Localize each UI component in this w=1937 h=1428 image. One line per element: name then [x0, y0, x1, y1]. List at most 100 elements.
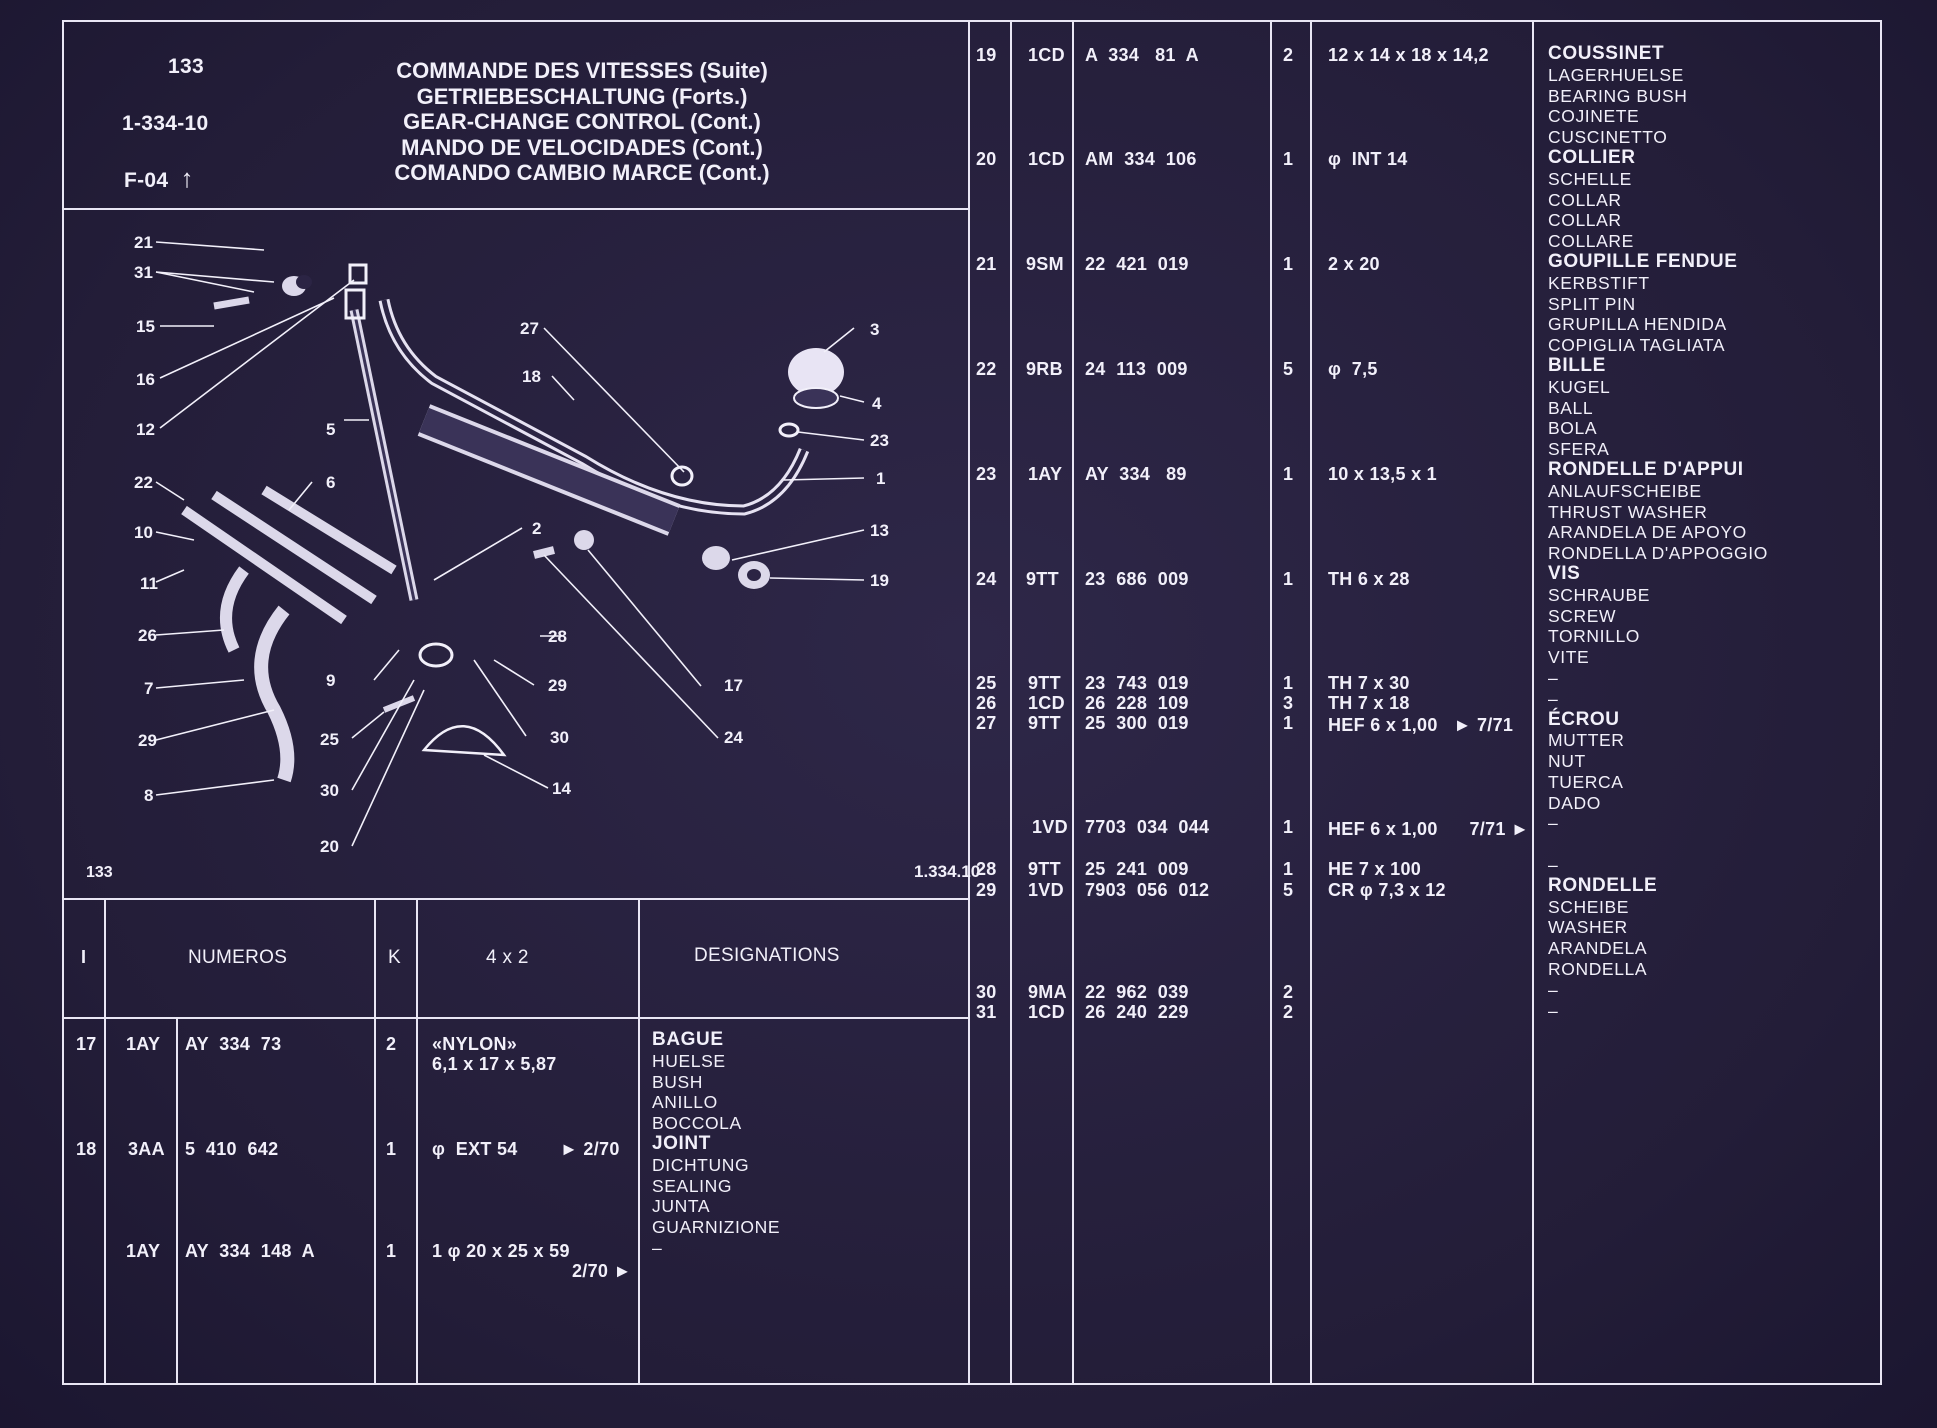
desig-line: BEARING BUSH [1548, 85, 1688, 106]
desig-line: COLLAR [1548, 210, 1622, 231]
desig-18-de: DICHTUNG [652, 1154, 750, 1175]
row-k: 2 [1283, 45, 1294, 65]
row-dims: 1 φ 20 x 25 x 59 [432, 1241, 570, 1261]
callout-13: 13 [870, 521, 889, 540]
desig-17-fr: BAGUE [652, 1029, 724, 1050]
row-code: 1VD [1032, 817, 1068, 837]
desig-line: RONDELLA [1548, 959, 1648, 980]
desig-line: KERBSTIFT [1548, 272, 1650, 293]
row-index: 26 [976, 693, 997, 713]
row-dims: HEF 6 x 1,00 ► 7/71 [1328, 715, 1514, 735]
desig-line: – [1548, 813, 1559, 834]
row-index: 31 [976, 1002, 997, 1022]
row-part: AY 334 148 A [185, 1241, 315, 1261]
row-index: 24 [976, 569, 997, 589]
title-fr: COMMANDE DES VITESSES (Suite) [396, 58, 768, 83]
divider-main [968, 20, 970, 1385]
callout-31: 31 [134, 263, 153, 282]
table-top-line [62, 898, 968, 900]
row-part: AM 334 106 [1085, 149, 1197, 169]
desig-line: COUSSINET [1548, 43, 1665, 64]
washer-23 [778, 422, 800, 438]
row-code: 1VD [1028, 880, 1064, 900]
row-part: 7703 034 044 [1085, 817, 1210, 837]
desig-line: GOUPILLE FENDUE [1548, 250, 1738, 272]
callout-5: 5 [326, 420, 336, 439]
callout-2: 2 [532, 519, 542, 538]
callout-24: 24 [724, 728, 743, 747]
desig-18-es: JUNTA [652, 1196, 711, 1217]
desig-line: ÉCROU [1548, 708, 1620, 730]
row-part: 5 410 642 [185, 1139, 279, 1159]
callout-9: 9 [326, 671, 336, 690]
callout-30b: 30 [320, 781, 339, 800]
row-part: 23 686 009 [1085, 569, 1189, 589]
row-index: 28 [976, 859, 997, 879]
divider-code [1072, 20, 1074, 1385]
left-designations: BAGUE HUELSE BUSH ANILLO BOCCOLA JOINT D… [652, 1029, 781, 1259]
row-part: 26 228 109 [1085, 693, 1189, 713]
title-de: GETRIEBESCHALTUNG (Forts.) [416, 83, 748, 109]
row-part: 25 300 019 [1085, 713, 1189, 733]
row-k: 1 [1283, 149, 1294, 169]
desig-line: RONDELLE D'APPUI [1548, 458, 1744, 480]
selector-rod-b [211, 490, 377, 605]
selector-rod-c [261, 485, 397, 575]
divider-idx [1010, 20, 1012, 1385]
desig-18-fr: JOINT [652, 1132, 711, 1154]
callout-22: 22 [134, 473, 153, 492]
desig-17-it: BOCCOLA [652, 1113, 742, 1134]
callout-3: 3 [870, 320, 880, 339]
desig-line: RONDELLA D'APPOGGIO [1548, 543, 1768, 564]
callout-27: 27 [520, 319, 539, 338]
row-index: 30 [976, 982, 997, 1002]
link-28 [418, 642, 454, 668]
desig-line: SCHRAUBE [1548, 584, 1651, 605]
desig-line: BALL [1548, 397, 1594, 418]
row-index: 21 [976, 254, 997, 274]
desig-line: MUTTER [1548, 730, 1625, 751]
row-dims: TH 6 x 28 [1328, 569, 1410, 589]
desig-18-it: GUARNIZIONE [652, 1217, 781, 1238]
desig-line: BOLA [1548, 418, 1598, 439]
drawing-ref: 1.334.10 [914, 862, 981, 881]
callout-10: 10 [134, 523, 153, 542]
row-index: 22 [976, 359, 997, 379]
callout-8: 8 [144, 786, 154, 805]
col-dims-header: 4 x 2 [486, 947, 529, 968]
col-k-header: K [388, 947, 401, 968]
desig-line: – [1548, 667, 1559, 688]
diagram-page-label: 133 [86, 864, 113, 881]
row-dims: HEF 6 x 1,00 7/71 ► [1328, 819, 1530, 839]
divider-dims [1532, 20, 1534, 1385]
outer-frame [62, 20, 1882, 1385]
desig-line: VITE [1548, 647, 1590, 668]
row-dims: 12 x 14 x 18 x 14,2 [1328, 45, 1489, 65]
row-code: 1AY [126, 1241, 161, 1261]
desig-line: THRUST WASHER [1548, 501, 1708, 522]
desig-line: NUT [1548, 751, 1586, 772]
row-part: 22 421 019 [1085, 254, 1189, 274]
desig-18-dash: – [652, 1237, 663, 1258]
callout-11: 11 [140, 574, 158, 593]
row-part: 25 241 009 [1085, 859, 1189, 879]
row-part: 24 113 009 [1085, 359, 1188, 379]
callout-4: 4 [872, 394, 882, 413]
row-dims: TH 7 x 18 [1328, 693, 1410, 713]
dust-cover-14 [421, 724, 507, 757]
exploded-diagram: 21 31 15 16 12 5 22 6 10 11 26 7 29 8 27… [64, 210, 980, 898]
row-part: A 334 81 A [1085, 45, 1199, 65]
desig-line: – [1548, 855, 1559, 876]
callout-25: 25 [320, 730, 339, 749]
screw-24 [533, 546, 555, 559]
selector-rod-a [181, 505, 347, 625]
row-dims-2: 6,1 x 17 x 5,87 [432, 1054, 557, 1074]
row-part: 26 240 229 [1085, 1002, 1189, 1022]
row-dims: CR φ 7,3 x 12 [1328, 880, 1446, 900]
row-code: 9TT [1026, 569, 1059, 589]
screw-15 [213, 296, 250, 310]
row-k: 1 [1283, 673, 1294, 693]
title-it: COMANDO CAMBIO MARCE (Cont.) [394, 160, 770, 185]
header-bottom-line [62, 208, 968, 210]
